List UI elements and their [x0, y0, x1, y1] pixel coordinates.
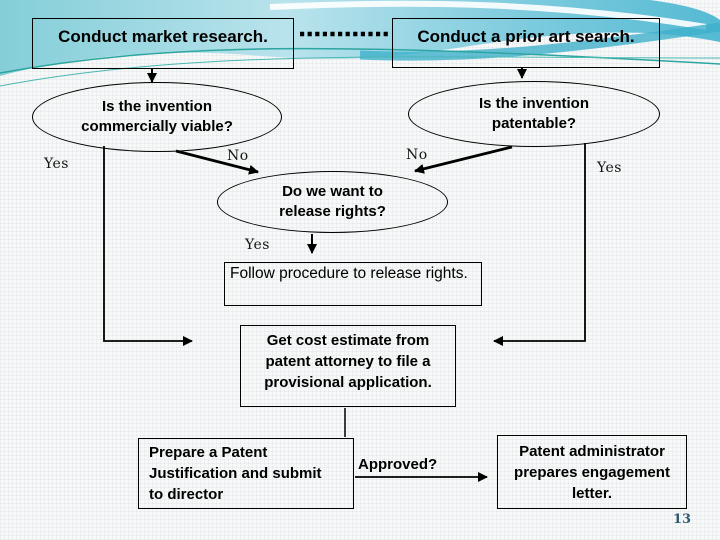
slide-page-number: 13 [673, 512, 692, 527]
arrow-patentable-no-to-release [414, 145, 513, 174]
process-label-line: Get cost estimate from [266, 332, 430, 349]
decision-label-line: Is the invention [478, 95, 589, 112]
decision-label-approved: Approved? [358, 456, 438, 473]
process-label: Conduct a prior art search. [417, 27, 635, 46]
decision-label-line: patentable? [491, 115, 577, 132]
decision-ellipse-release-rights: Do we want to release rights? [217, 171, 448, 233]
decision-ellipse-patentable: Is the invention patentable? [408, 81, 660, 147]
process-box-cost-estimate: Get cost estimate from patent attorney t… [240, 325, 456, 407]
process-label-line: provisional application. [264, 374, 432, 391]
process-box-prior-art-search: Conduct a prior art search. [392, 18, 660, 68]
process-box-market-research: Conduct market research. [32, 18, 294, 69]
decision-label-line: release rights? [279, 203, 386, 220]
branch-label-yes-center: Yes [245, 237, 270, 253]
process-label-line: letter. [571, 484, 613, 502]
branch-label-yes-right: Yes [597, 160, 622, 176]
process-label-line: patent attorney to file a [265, 353, 431, 370]
process-box-prepare-justification: Prepare a Patent Justification and submi… [138, 438, 354, 509]
process-label-line: Prepare a Patent [149, 444, 268, 461]
decision-label-line: Do we want to [282, 183, 383, 200]
process-box-follow-procedure: Follow procedure to release rights. [224, 262, 482, 306]
decision-label-line: Is the invention [101, 98, 212, 115]
process-box-patent-administrator: Patent administrator prepares engagement… [497, 435, 687, 509]
process-label: Conduct market research. [58, 27, 268, 46]
decision-label-line: commercially viable? [81, 118, 233, 135]
decision-ellipse-commercially-viable: Is the invention commercially viable? [32, 82, 282, 152]
arrow-viable-yes-to-cost [103, 146, 193, 346]
branch-label-no-right: No [406, 147, 428, 163]
process-label-line: Patent administrator [519, 442, 665, 460]
process-label: Follow procedure to release rights. [230, 265, 468, 282]
branch-label-no-left: No [227, 148, 249, 164]
process-label-line: Justification and submit [149, 465, 322, 482]
arrow-patentable-yes-to-cost [493, 143, 586, 346]
branch-label-yes-left: Yes [44, 156, 69, 172]
process-label-line: prepares engagement [514, 463, 670, 481]
process-label-line: to director [149, 486, 224, 503]
